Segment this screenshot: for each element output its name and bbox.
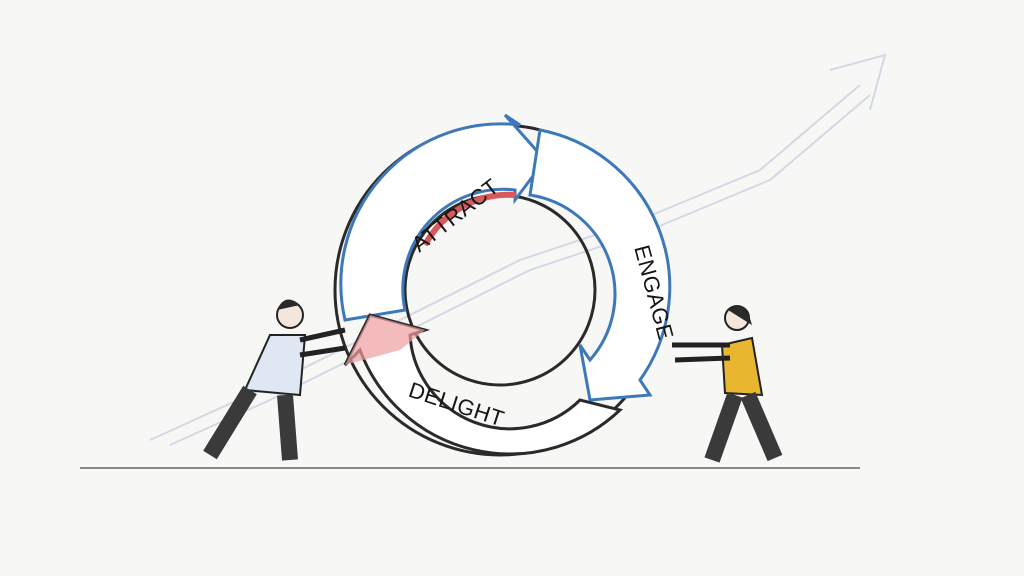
flywheel-ring — [333, 113, 672, 457]
person-left-figure — [203, 299, 346, 461]
person-right-figure — [672, 305, 783, 463]
